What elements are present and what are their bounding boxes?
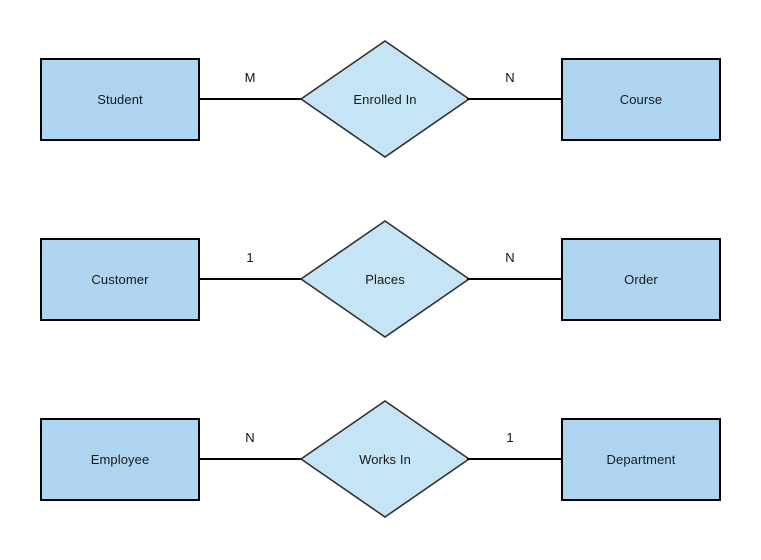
diamond-shape [300,400,470,518]
entity-label: Department [606,452,676,467]
entity-label: Customer [91,272,149,287]
er-relationship-row: Employee N Works In 1 Department [0,360,761,540]
relationship-places[interactable]: Places [300,220,470,338]
entity-customer[interactable]: Customer [40,238,200,321]
cardinality-label-left: 1 [246,250,254,265]
connector-line-left [199,278,301,280]
cardinality-label-right: 1 [506,430,514,445]
er-relationship-row: Customer 1 Places N Order [0,180,761,360]
entity-student[interactable]: Student [40,58,200,141]
relationship-enrolled-in[interactable]: Enrolled In [300,40,470,158]
cardinality-label-left: N [245,430,255,445]
connector-line-left [199,98,301,100]
entity-label: Employee [90,452,150,467]
entity-employee[interactable]: Employee [40,418,200,501]
cardinality-label-right: N [505,70,515,85]
connector-line-right [467,98,562,100]
diamond-shape [300,40,470,158]
entity-label: Student [97,92,143,107]
connector-line-left [199,458,301,460]
er-relationship-row: Student M Enrolled In N Course [0,0,761,180]
diamond-shape [300,220,470,338]
entity-label: Course [619,92,663,107]
connector-line-right [467,458,562,460]
entity-order[interactable]: Order [561,238,721,321]
connector-line-right [467,278,562,280]
cardinality-label-left: M [244,70,256,85]
entity-label: Order [624,272,658,287]
relationship-works-in[interactable]: Works In [300,400,470,518]
cardinality-label-right: N [505,250,515,265]
entity-department[interactable]: Department [561,418,721,501]
entity-course[interactable]: Course [561,58,721,141]
